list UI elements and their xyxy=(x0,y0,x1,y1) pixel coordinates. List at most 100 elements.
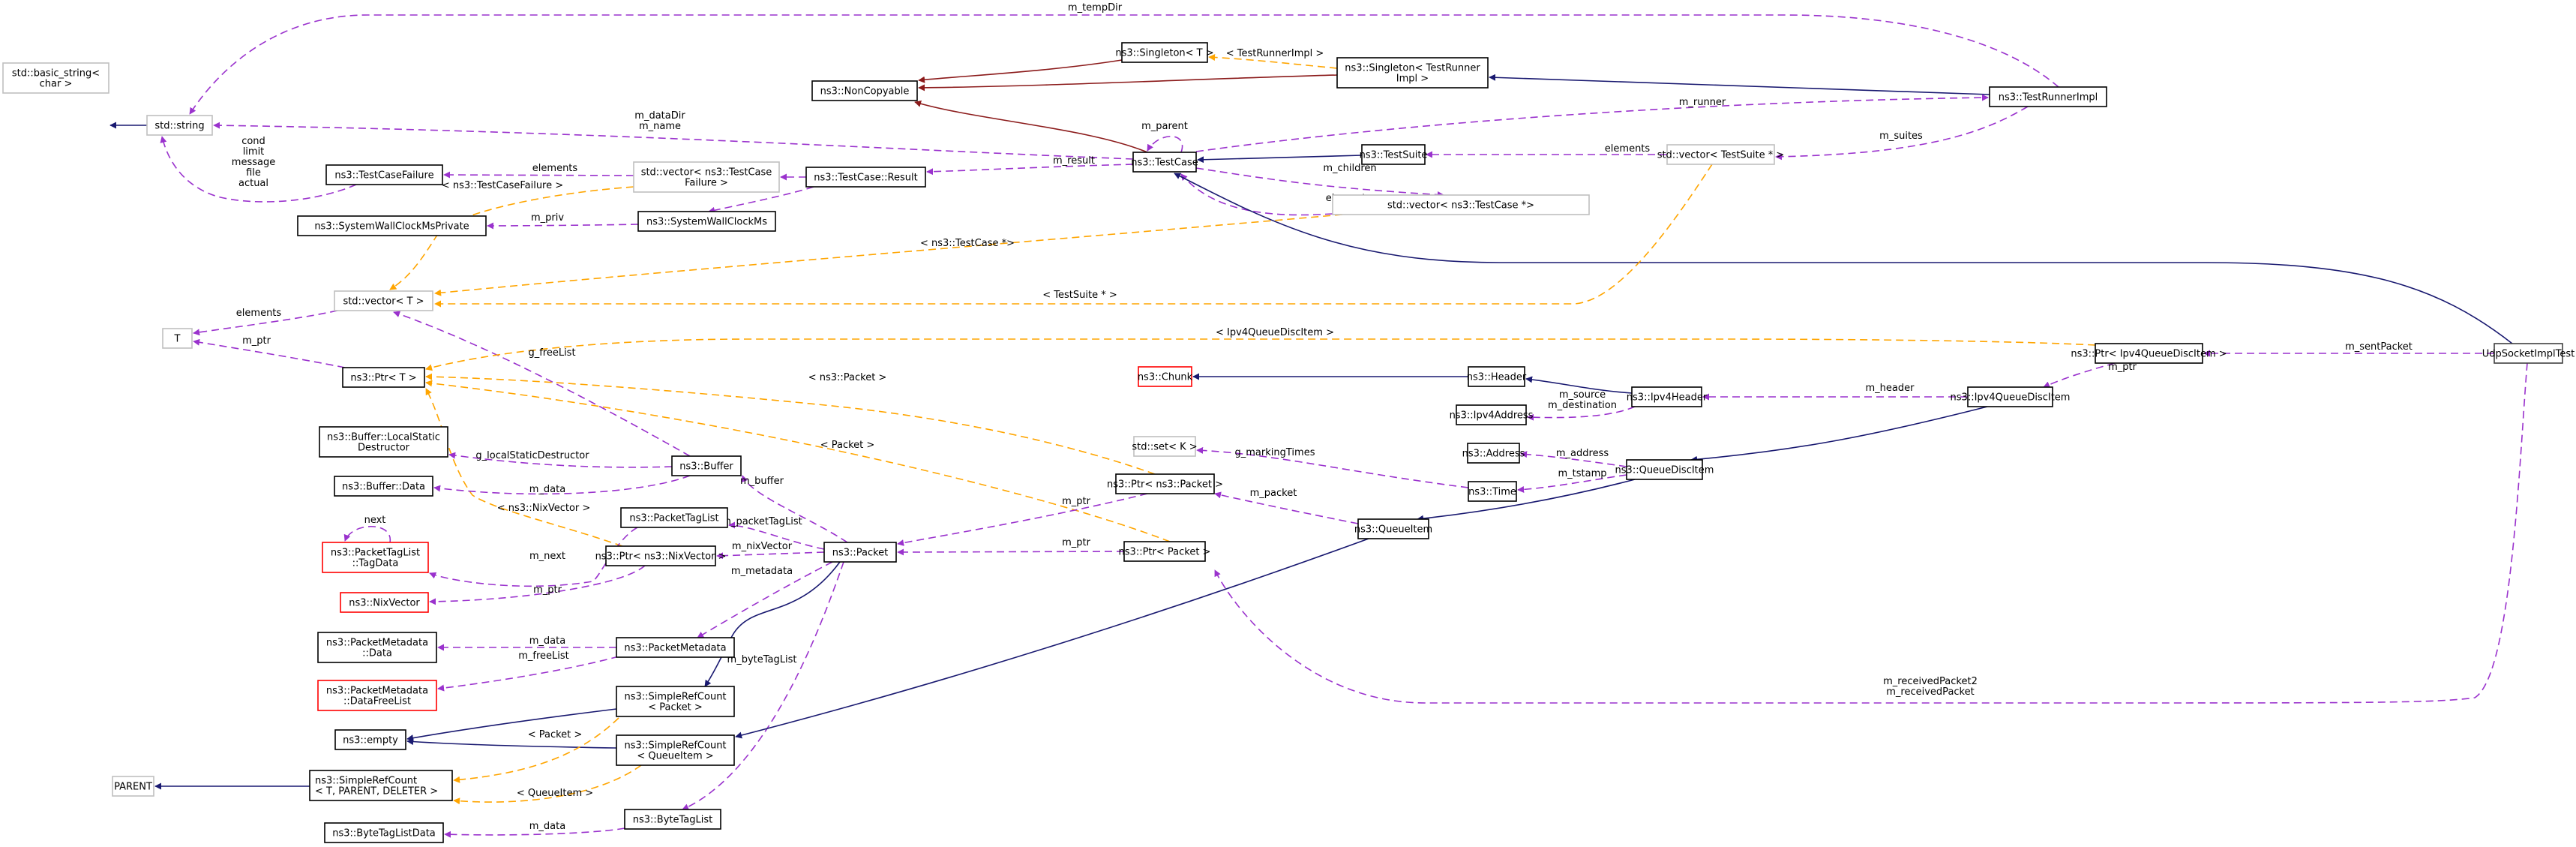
class-node-PtrPacket[interactable]: ns3::Ptr< Packet > xyxy=(1119,541,1211,562)
class-node-empty[interactable]: ns3::empty xyxy=(334,729,406,750)
class-box[interactable] xyxy=(1115,473,1215,494)
class-node-SRCPacket[interactable]: ns3::SimpleRefCount< Packet > xyxy=(616,686,735,717)
class-node-TestRunnerImpl[interactable]: ns3::TestRunnerImpl xyxy=(1989,86,2107,107)
class-box[interactable] xyxy=(1631,386,1702,407)
class-box[interactable] xyxy=(322,542,429,573)
class-node-SRCGeneric[interactable]: ns3::SimpleRefCount< T, PARENT, DELETER … xyxy=(309,770,453,801)
class-node-PacketMetadata[interactable]: ns3::PacketMetadata xyxy=(616,637,735,658)
class-node-TestSuite[interactable]: ns3::TestSuite xyxy=(1360,144,1428,165)
class-box[interactable] xyxy=(671,455,742,476)
class-box[interactable] xyxy=(1133,436,1196,457)
class-box[interactable] xyxy=(340,592,429,613)
class-box[interactable] xyxy=(605,545,716,566)
class-box[interactable] xyxy=(309,770,453,801)
class-node-TCResult[interactable]: ns3::TestCase::Result xyxy=(805,167,926,188)
class-box[interactable] xyxy=(805,167,926,188)
class-node-QueueItem[interactable]: ns3::QueueItem xyxy=(1354,518,1432,539)
class-box[interactable] xyxy=(317,632,437,663)
class-box[interactable] xyxy=(1626,459,1703,480)
class-box[interactable] xyxy=(1123,541,1206,562)
class-box[interactable] xyxy=(1967,386,2053,407)
class-box[interactable] xyxy=(1138,366,1192,387)
class-node-TagData[interactable]: ns3::PacketTagList::TagData xyxy=(322,542,429,573)
class-node-SWCMs[interactable]: ns3::SystemWallClockMs xyxy=(637,211,776,232)
class-node-SingletonTRI[interactable]: ns3::Singleton< TestRunnerImpl > xyxy=(1336,57,1489,89)
class-box[interactable] xyxy=(811,80,918,101)
class-node-PtrT[interactable]: ns3::Ptr< T > xyxy=(342,367,425,388)
class-node-UdpSocketImplTest[interactable]: UdpSocketImplTest xyxy=(2482,343,2575,364)
class-box[interactable] xyxy=(2095,343,2203,364)
class-box[interactable] xyxy=(823,542,897,563)
class-node-NixVector[interactable]: ns3::NixVector xyxy=(340,592,429,613)
class-node-QueueDiscItem[interactable]: ns3::QueueDiscItem xyxy=(1615,459,1714,480)
class-box[interactable] xyxy=(1357,518,1429,539)
class-box[interactable] xyxy=(319,426,448,458)
class-node-PtrIpv4QDI[interactable]: ns3::Ptr< Ipv4QueueDiscItem > xyxy=(2071,343,2227,364)
class-node-PMData[interactable]: ns3::PacketMetadata::Data xyxy=(317,632,437,663)
class-node-Ipv4Address[interactable]: ns3::Ipv4Address xyxy=(1450,404,1534,425)
class-node-TestCase[interactable]: ns3::TestCase xyxy=(1131,152,1198,173)
class-box[interactable] xyxy=(1666,144,1775,165)
class-box[interactable] xyxy=(2494,343,2563,364)
class-node-PARENT[interactable]: PARENT xyxy=(112,776,154,797)
class-node-PMDataFreeList[interactable]: ns3::PacketMetadata::DataFreeList xyxy=(317,680,437,711)
class-node-NonCopyable[interactable]: ns3::NonCopyable xyxy=(811,80,918,101)
class-node-vecT[interactable]: std::vector< T > xyxy=(334,290,433,311)
class-node-basic_string[interactable]: std::basic_string<char > xyxy=(2,62,109,94)
class-node-T[interactable]: T xyxy=(162,328,193,349)
class-node-Chunk[interactable]: ns3::Chunk xyxy=(1138,366,1193,387)
class-node-std_string[interactable]: std::string xyxy=(146,115,213,136)
class-node-Packet[interactable]: ns3::Packet xyxy=(823,542,897,563)
class-box[interactable] xyxy=(342,367,425,388)
class-box[interactable] xyxy=(1989,86,2107,107)
class-node-Ipv4Header[interactable]: ns3::Ipv4Header xyxy=(1627,386,1708,407)
class-box[interactable] xyxy=(616,686,735,717)
class-node-vec_TC[interactable]: std::vector< ns3::TestCase *> xyxy=(1332,194,1590,215)
class-box[interactable] xyxy=(162,328,193,349)
class-box[interactable] xyxy=(637,211,776,232)
class-box[interactable] xyxy=(317,680,437,711)
class-box[interactable] xyxy=(1468,481,1517,502)
class-box[interactable] xyxy=(616,637,735,658)
class-box[interactable] xyxy=(297,215,487,236)
class-node-SingletonT[interactable]: ns3::Singleton< T > xyxy=(1115,42,1214,63)
class-box[interactable] xyxy=(324,822,444,843)
class-node-PacketTagList[interactable]: ns3::PacketTagList xyxy=(620,507,728,528)
class-box[interactable] xyxy=(2,62,109,94)
class-box[interactable] xyxy=(1132,152,1197,173)
class-node-PtrNs3Packet[interactable]: ns3::Ptr< ns3::Packet > xyxy=(1107,473,1223,494)
class-box[interactable] xyxy=(334,729,406,750)
class-node-SWCMsPrivate[interactable]: ns3::SystemWallClockMsPrivate xyxy=(297,215,487,236)
class-node-vec_TCF[interactable]: std::vector< ns3::TestCaseFailure > xyxy=(633,161,780,193)
class-box[interactable] xyxy=(1456,404,1527,425)
class-node-Time[interactable]: ns3::Time xyxy=(1468,481,1517,502)
class-box[interactable] xyxy=(633,161,780,193)
class-box[interactable] xyxy=(1332,194,1590,215)
class-node-vec_TS[interactable]: std::vector< TestSuite * > xyxy=(1657,144,1785,165)
class-node-ByteTagListData[interactable]: ns3::ByteTagListData xyxy=(324,822,444,843)
class-box[interactable] xyxy=(1121,42,1208,63)
class-box[interactable] xyxy=(1467,443,1520,464)
class-box[interactable] xyxy=(1468,366,1525,387)
class-node-Header[interactable]: ns3::Header xyxy=(1467,366,1527,387)
class-box[interactable] xyxy=(146,115,213,136)
class-node-Ipv4QueueDiscItem[interactable]: ns3::Ipv4QueueDiscItem xyxy=(1951,386,2071,407)
class-box[interactable] xyxy=(1336,57,1489,89)
class-node-BufferData[interactable]: ns3::Buffer::Data xyxy=(334,476,433,497)
class-box[interactable] xyxy=(1361,144,1426,165)
class-box[interactable] xyxy=(620,507,728,528)
class-node-PtrNixVector[interactable]: ns3::Ptr< ns3::NixVector > xyxy=(595,545,727,566)
class-node-SRCQueueItem[interactable]: ns3::SimpleRefCount< QueueItem > xyxy=(616,734,735,766)
class-node-Buffer[interactable]: ns3::Buffer xyxy=(671,455,742,476)
class-box[interactable] xyxy=(334,476,433,497)
class-box[interactable] xyxy=(624,809,721,830)
class-box[interactable] xyxy=(325,164,443,185)
class-node-ByteTagList[interactable]: ns3::ByteTagList xyxy=(624,809,721,830)
class-node-Address[interactable]: ns3::Address xyxy=(1462,443,1525,464)
class-box[interactable] xyxy=(616,734,735,766)
class-node-TestCaseFailure[interactable]: ns3::TestCaseFailure xyxy=(325,164,443,185)
class-box[interactable] xyxy=(334,290,433,311)
class-node-setK[interactable]: std::set< K > xyxy=(1132,436,1198,457)
class-box[interactable] xyxy=(112,776,154,797)
